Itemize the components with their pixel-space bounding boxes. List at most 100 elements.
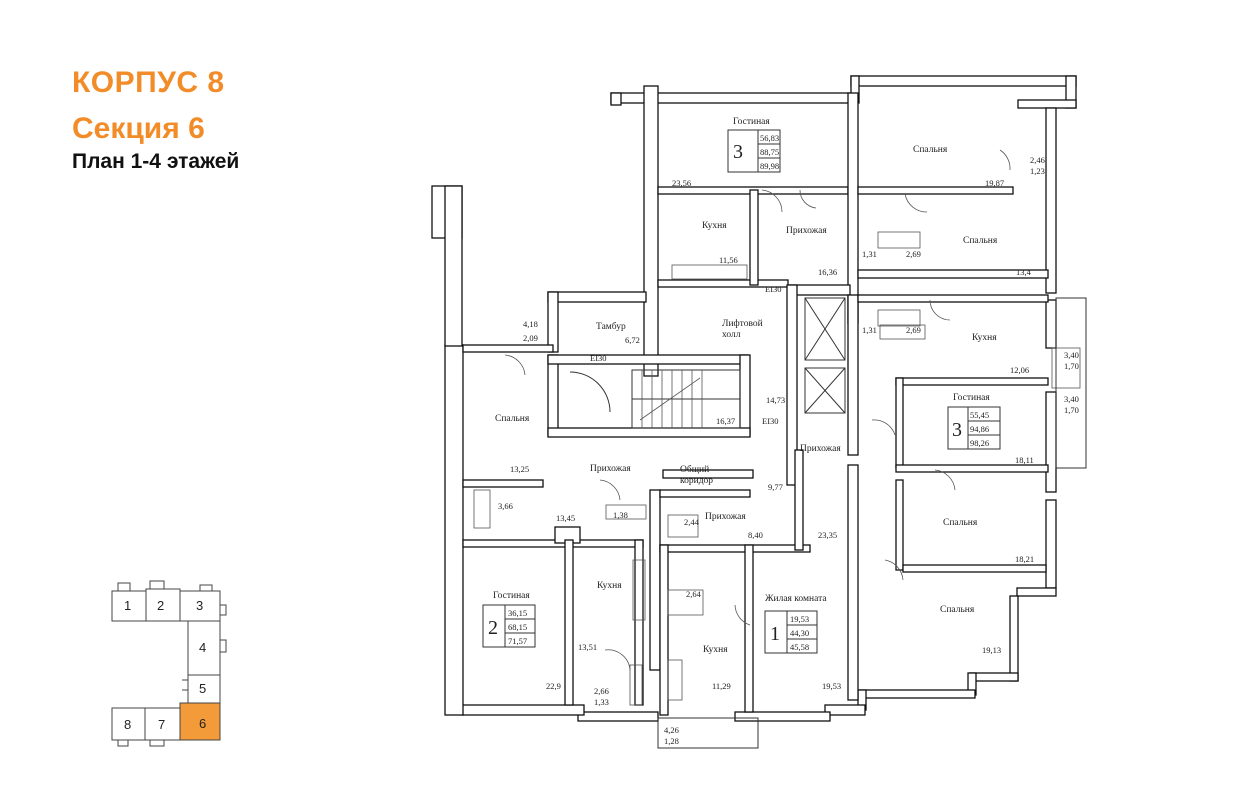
room-label: Кухня	[972, 333, 997, 343]
room-label: Кухня	[597, 581, 622, 591]
stairwell	[569, 369, 741, 429]
section-block-active	[179, 702, 221, 741]
apartment-rooms: 1	[770, 623, 780, 645]
svg-text:16,37: 16,37	[716, 416, 735, 426]
svg-text:8,40: 8,40	[748, 530, 763, 540]
svg-text:23,56: 23,56	[672, 178, 691, 188]
room-label: Прихожая	[590, 464, 631, 474]
svg-text:1,70: 1,70	[1064, 361, 1079, 371]
fire-door-label: EI30	[765, 284, 782, 294]
svg-text:19,87: 19,87	[985, 178, 1004, 188]
svg-text:98,26: 98,26	[970, 438, 989, 448]
svg-text:4,26: 4,26	[664, 725, 679, 735]
svg-text:12,06: 12,06	[1010, 365, 1029, 375]
svg-text:2,09: 2,09	[523, 333, 538, 343]
svg-text:2,66: 2,66	[594, 686, 609, 696]
section-number-active: 6	[199, 716, 206, 731]
elevator-shafts	[804, 297, 846, 414]
svg-text:9,77: 9,77	[768, 482, 783, 492]
apartment-rooms: 3	[952, 419, 962, 441]
room-label: Спальня	[495, 414, 530, 424]
svg-text:45,58: 45,58	[790, 642, 809, 652]
svg-text:19,53: 19,53	[822, 681, 841, 691]
svg-text:2,69: 2,69	[906, 249, 921, 259]
svg-text:19,53: 19,53	[790, 614, 809, 624]
svg-text:3,66: 3,66	[498, 501, 513, 511]
svg-text:3,40: 3,40	[1064, 394, 1079, 404]
svg-text:13,25: 13,25	[510, 464, 529, 474]
svg-text:13,45: 13,45	[556, 513, 575, 523]
svg-text:71,57: 71,57	[508, 636, 527, 646]
apartment-badge: 2 36,15 68,15 71,57	[482, 604, 536, 648]
room-label: Гостиная	[733, 117, 770, 127]
section-number: 3	[196, 598, 203, 613]
section-number: 4	[199, 640, 206, 655]
svg-text:1,38: 1,38	[613, 510, 628, 520]
svg-text:2,46: 2,46	[1030, 155, 1045, 165]
svg-text:94,86: 94,86	[970, 424, 989, 434]
door-swings	[504, 149, 1011, 671]
section-block	[145, 588, 181, 622]
section-number: 2	[157, 598, 164, 613]
room-label: Прихожая	[800, 444, 841, 454]
room-label: Тамбур	[596, 321, 626, 332]
section-number: 8	[124, 717, 131, 732]
svg-text:11,29: 11,29	[712, 681, 731, 691]
room-labels: Гостиная Спальня Спальня Кухня Прихожая …	[493, 117, 998, 655]
apartment-rooms: 2	[488, 617, 498, 639]
section-title: Секция 6	[72, 112, 205, 145]
svg-text:1,33: 1,33	[594, 697, 609, 707]
area-values: 23,56 19,87 2,46 1,23 11,56 16,36 1,31 2…	[498, 155, 1079, 746]
room-label: Спальня	[963, 236, 998, 246]
svg-text:1,31: 1,31	[862, 249, 877, 259]
svg-text:1,70: 1,70	[1064, 405, 1079, 415]
svg-text:2,69: 2,69	[906, 325, 921, 335]
room-label: Гостиная	[953, 393, 990, 403]
sanitary-fixtures	[473, 231, 1081, 706]
section-number: 1	[124, 598, 131, 613]
fire-door-marks: EI30 EI30 EI30	[590, 284, 782, 426]
svg-text:2,44: 2,44	[684, 517, 700, 527]
apartment-badge: 3 55,45 94,86 98,26	[947, 406, 1001, 450]
svg-text:6,72: 6,72	[625, 335, 640, 345]
room-label: Кухня	[702, 221, 727, 231]
svg-text:11,56: 11,56	[719, 255, 738, 265]
svg-text:18,11: 18,11	[1015, 455, 1034, 465]
svg-text:55,45: 55,45	[970, 410, 989, 420]
svg-text:3,40: 3,40	[1064, 350, 1079, 360]
svg-text:14,73: 14,73	[766, 395, 785, 405]
room-label: Прихожая	[786, 226, 827, 236]
room-label: Спальня	[940, 605, 975, 615]
svg-text:13,4: 13,4	[1016, 267, 1032, 277]
svg-text:23,35: 23,35	[818, 530, 837, 540]
svg-text:16,36: 16,36	[818, 267, 837, 277]
room-label: Кухня	[703, 645, 728, 655]
floor-plan-title: План 1-4 этажей	[72, 150, 240, 173]
interior-walls	[462, 92, 1049, 716]
svg-text:2,64: 2,64	[686, 589, 702, 599]
svg-text:4,18: 4,18	[523, 319, 538, 329]
fire-door-label: EI30	[762, 416, 779, 426]
svg-text:88,75: 88,75	[760, 147, 779, 157]
room-label: Спальня	[913, 145, 948, 155]
svg-text:13,51: 13,51	[578, 642, 597, 652]
svg-text:44,30: 44,30	[790, 628, 809, 638]
room-label: Спальня	[943, 518, 978, 528]
apartment-rooms: 3	[733, 141, 743, 163]
svg-text:1,28: 1,28	[664, 736, 679, 746]
svg-text:22,9: 22,9	[546, 681, 561, 691]
balconies	[657, 297, 1087, 749]
fire-door-label: EI30	[590, 353, 607, 363]
svg-text:36,15: 36,15	[508, 608, 527, 618]
room-label: Гостиная	[493, 591, 530, 601]
section-block	[144, 707, 181, 741]
svg-text:19,13: 19,13	[982, 645, 1001, 655]
svg-text:68,15: 68,15	[508, 622, 527, 632]
svg-text:56,83: 56,83	[760, 133, 779, 143]
room-label: Прихожая	[705, 512, 746, 522]
svg-text:1,31: 1,31	[862, 325, 877, 335]
section-number: 5	[199, 681, 206, 696]
room-label: Жилая комната	[765, 594, 827, 604]
